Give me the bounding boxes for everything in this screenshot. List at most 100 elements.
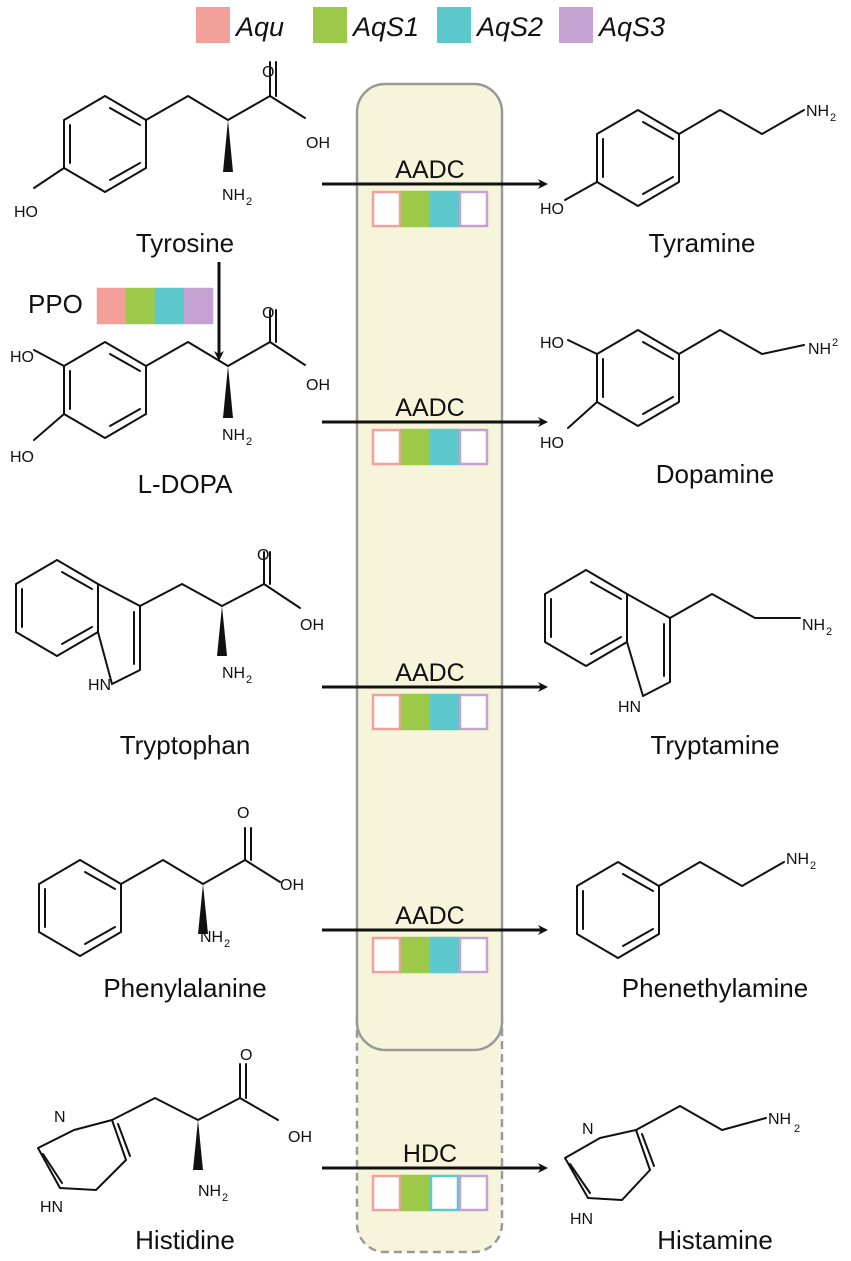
svg-text:HO: HO xyxy=(540,201,564,218)
svg-text:2: 2 xyxy=(810,860,816,872)
svg-text:O: O xyxy=(257,547,269,564)
legend-swatch-aqs2 xyxy=(437,7,471,43)
svg-text:HN: HN xyxy=(88,677,111,694)
histidine-name: Histidine xyxy=(135,1225,235,1255)
ppo-label: PPO xyxy=(28,289,83,319)
tyramine-name: Tyramine xyxy=(649,228,756,258)
reaction-3-box-aqs1 xyxy=(400,693,431,731)
ppo-box-aqs3 xyxy=(183,287,214,325)
enzyme-boxes xyxy=(96,190,489,1212)
enzyme-label-5: HDC xyxy=(403,1140,457,1168)
legend: Aqu AqS1 AqS2 AqS3 xyxy=(196,7,665,43)
svg-text:HO: HO xyxy=(14,204,38,221)
enzyme-panel xyxy=(355,82,504,1052)
enzyme-label-2: AADC xyxy=(395,394,464,422)
svg-text:2: 2 xyxy=(794,1123,800,1135)
reaction-5-box-aqs2 xyxy=(429,1174,460,1212)
svg-text:2: 2 xyxy=(224,938,230,950)
svg-text:O: O xyxy=(240,1047,252,1064)
svg-text:HO: HO xyxy=(540,435,564,452)
reaction-1-box-aqs1 xyxy=(400,190,431,228)
svg-text:HO: HO xyxy=(540,335,564,352)
svg-text:HN: HN xyxy=(618,699,641,716)
phenylalanine-name: Phenylalanine xyxy=(103,973,266,1003)
svg-text:2: 2 xyxy=(222,1192,228,1204)
svg-text:HO: HO xyxy=(10,349,34,366)
ppo-box-aqu xyxy=(96,287,127,325)
dopamine-name: Dopamine xyxy=(656,459,775,489)
reaction-3-box-aqu xyxy=(371,693,402,731)
svg-text:O: O xyxy=(262,305,274,322)
svg-text:NH: NH xyxy=(806,103,829,120)
reaction-5-box-aqu xyxy=(371,1174,402,1212)
reaction-4-box-aqs2 xyxy=(429,936,460,974)
svg-text:2: 2 xyxy=(246,196,252,208)
tryptamine-name: Tryptamine xyxy=(650,730,779,760)
svg-text:2: 2 xyxy=(830,112,836,124)
enzyme-label-3: AADC xyxy=(395,659,464,687)
svg-text:HO: HO xyxy=(10,449,34,466)
legend-label-aqs3: AqS3 xyxy=(597,12,665,42)
svg-text:2: 2 xyxy=(826,626,832,638)
tyrosine-name: Tyrosine xyxy=(136,228,234,258)
reaction-3-box-aqs2 xyxy=(429,693,460,731)
enzyme-label-1: AADC xyxy=(395,156,464,184)
svg-text:NH: NH xyxy=(222,427,245,444)
svg-text:NH: NH xyxy=(200,929,223,946)
svg-text:NH: NH xyxy=(198,1183,221,1200)
legend-label-aqu: Aqu xyxy=(234,12,284,42)
reaction-2-box-aqs3 xyxy=(458,428,489,466)
histamine-name: Histamine xyxy=(657,1225,773,1255)
svg-text:OH: OH xyxy=(280,877,304,894)
reaction-1-box-aqs3 xyxy=(458,190,489,228)
reaction-2-box-aqs2 xyxy=(429,428,460,466)
enzyme-label-4: AADC xyxy=(395,902,464,930)
svg-text:2: 2 xyxy=(246,674,252,686)
svg-text:OH: OH xyxy=(288,1129,312,1146)
svg-text:2: 2 xyxy=(246,436,252,448)
svg-text:N: N xyxy=(582,1121,594,1138)
svg-text:OH: OH xyxy=(306,377,330,394)
svg-text:NH: NH xyxy=(786,851,809,868)
histamine-structure: N HN NH2 xyxy=(564,1105,800,1228)
svg-text:NH: NH xyxy=(222,187,245,204)
legend-label-aqs2: AqS2 xyxy=(475,12,543,42)
svg-text:NH: NH xyxy=(768,1111,791,1128)
reaction-2-box-aqs1 xyxy=(400,428,431,466)
tryptophan-name: Tryptophan xyxy=(120,730,251,760)
reaction-1-box-aqs2 xyxy=(429,190,460,228)
svg-text:OH: OH xyxy=(306,135,330,152)
legend-swatch-aqs1 xyxy=(313,7,347,43)
reaction-1-box-aqu xyxy=(371,190,402,228)
ppo-box-aqs2 xyxy=(154,287,185,325)
legend-label-aqs1: AqS1 xyxy=(351,12,419,42)
svg-text:O: O xyxy=(262,64,274,81)
reaction-4-box-aqs1 xyxy=(400,936,431,974)
reaction-5-box-aqs3 xyxy=(458,1174,489,1212)
svg-text:OH: OH xyxy=(300,617,324,634)
svg-text:NH: NH xyxy=(808,341,831,358)
svg-text:NH: NH xyxy=(222,665,245,682)
legend-swatch-aqs3 xyxy=(559,7,593,43)
reaction-4-box-aqs3 xyxy=(458,936,489,974)
svg-text:2: 2 xyxy=(832,337,838,349)
svg-text:NH: NH xyxy=(802,617,825,634)
reaction-5-box-aqs1 xyxy=(400,1174,431,1212)
svg-text:HN: HN xyxy=(40,1199,63,1216)
phenethylamine-name: Phenethylamine xyxy=(622,973,808,1003)
svg-text:N: N xyxy=(54,1109,66,1126)
reaction-2-box-aqu xyxy=(371,428,402,466)
ldopa-name: L-DOPA xyxy=(138,469,234,499)
ppo-box-aqs1 xyxy=(125,287,156,325)
